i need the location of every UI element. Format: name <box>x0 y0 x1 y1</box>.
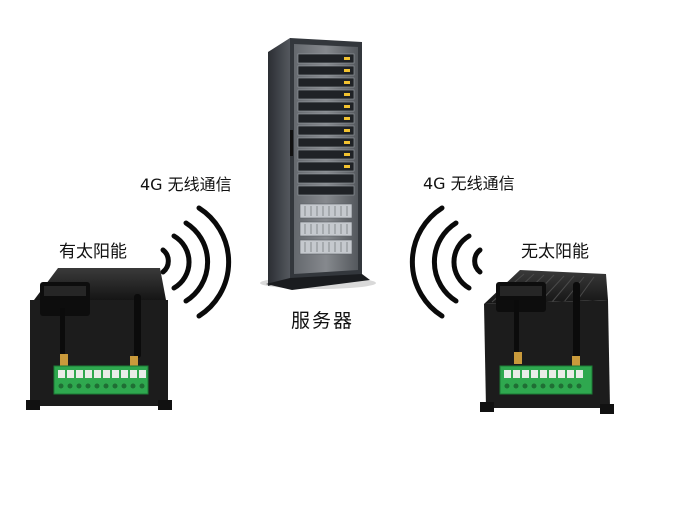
device-label-left: 有太阳能 <box>59 242 127 262</box>
wireless-signal-icon-right <box>409 205 483 319</box>
gateway-device-icon-right <box>480 270 614 414</box>
server-leds <box>344 57 350 168</box>
server-rack-icon <box>260 38 376 290</box>
wireless-signal-icon-left <box>160 205 232 319</box>
server-label: 服务器 <box>291 310 355 332</box>
gateway-device-icon-left <box>26 268 172 410</box>
wireless-label-right: 4G 无线通信 <box>423 174 515 193</box>
wireless-label-left: 4G 无线通信 <box>140 175 232 194</box>
device-label-right: 无太阳能 <box>521 242 589 262</box>
server-units <box>297 53 355 196</box>
